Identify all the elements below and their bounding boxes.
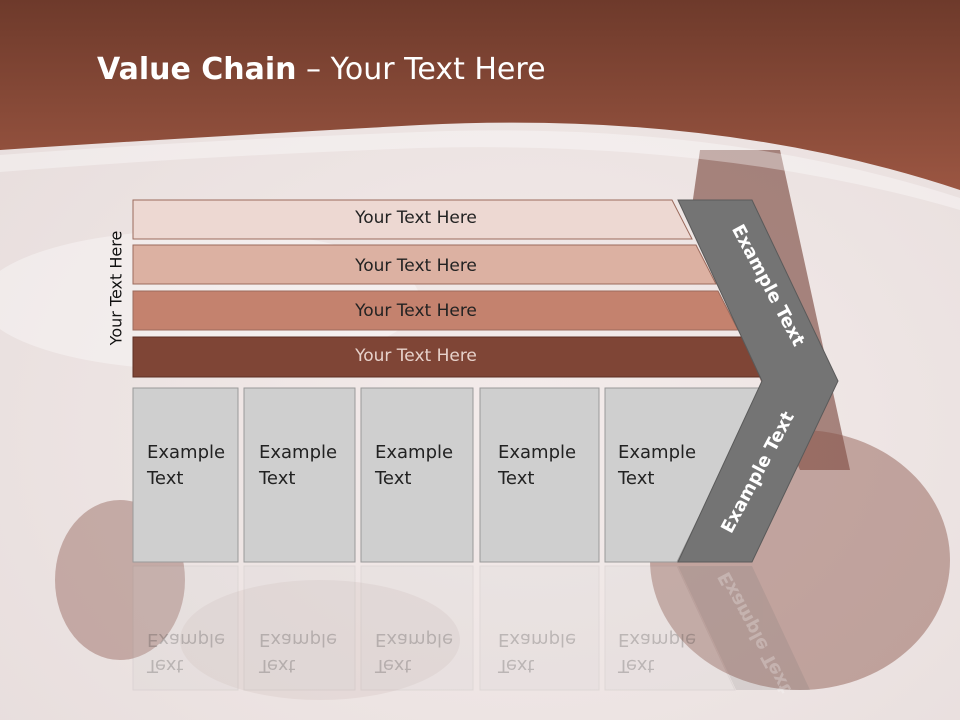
box-3-line2: Text <box>375 468 412 489</box>
box-1-line1: Example <box>147 442 226 463</box>
box-1-line2: Text <box>147 468 184 489</box>
box-4-line2: Text <box>498 468 535 489</box>
chevron-shape <box>677 199 839 563</box>
box-5-line2: Text <box>618 468 655 489</box>
title-bold: Value Chain <box>97 52 297 87</box>
box-2-line1: Example <box>259 442 338 463</box>
box-1-shape <box>132 387 239 563</box>
box-2-shape <box>243 387 356 563</box>
box-3-shape <box>360 387 474 563</box>
band-1-shape <box>132 199 693 240</box>
band-2-label: Your Text Here <box>355 256 477 276</box>
box-5-shape <box>604 387 763 563</box>
box-4-shape <box>479 387 600 563</box>
title-rest: – Your Text Here <box>296 52 546 87</box>
band-4-label: Your Text Here <box>355 346 477 366</box>
box-2-line2: Text <box>259 468 296 489</box>
band-1-label: Your Text Here <box>355 208 477 228</box>
box-4-line1: Example <box>498 442 577 463</box>
band-2-shape <box>132 244 717 285</box>
side-label: Your Text Here <box>106 230 126 346</box>
box-5-line1: Example <box>618 442 697 463</box>
slide-title: Value Chain – Your Text Here <box>97 52 546 87</box>
band-3-label: Your Text Here <box>355 301 477 321</box>
box-3-line1: Example <box>375 442 454 463</box>
